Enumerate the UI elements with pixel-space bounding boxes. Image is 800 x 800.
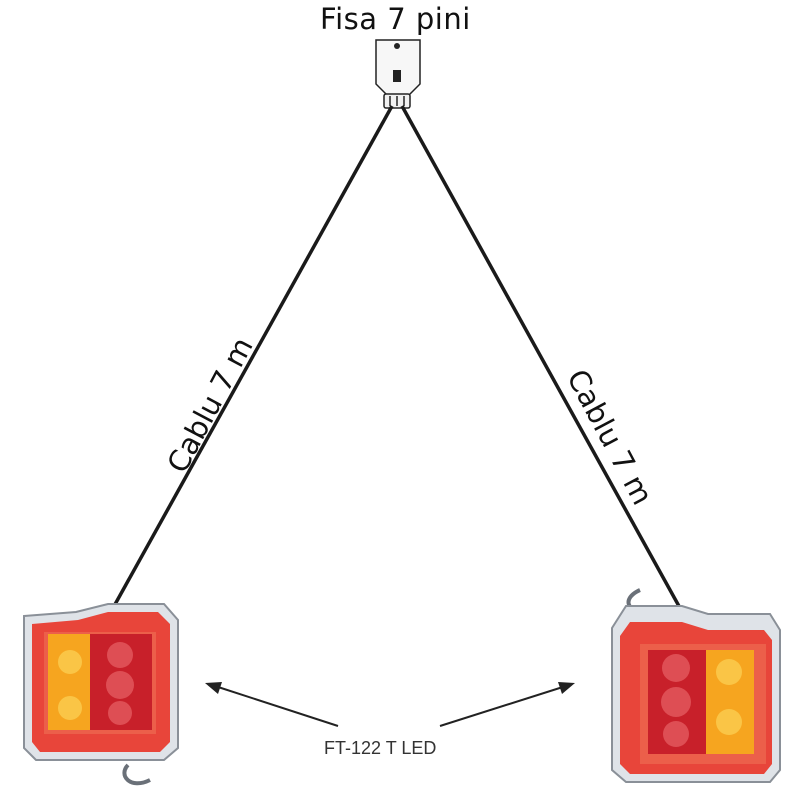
right-tail-lamp xyxy=(611,588,781,783)
plug-label: Fisa 7 pini xyxy=(320,2,471,36)
left-arrow xyxy=(205,682,339,727)
right-arrow xyxy=(439,682,575,727)
cable-left xyxy=(111,105,394,609)
product-label: FT-122 T LED xyxy=(324,738,437,758)
left-tail-lamp xyxy=(23,603,179,786)
seven-pin-plug xyxy=(375,39,421,109)
cable-right xyxy=(400,105,682,609)
